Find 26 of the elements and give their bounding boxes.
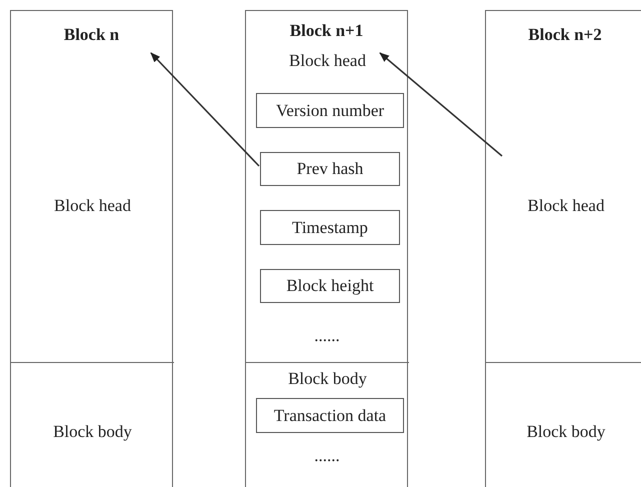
section-label: Block body — [526, 422, 606, 442]
ellipsis-text: ...... — [313, 326, 341, 346]
field-label: Version number — [274, 100, 386, 120]
section-label: Block head — [288, 51, 367, 71]
section-label: Block head — [53, 196, 132, 216]
ellipsis-text: ...... — [313, 446, 341, 466]
field-box — [256, 93, 404, 128]
arrow — [379, 52, 503, 157]
block-title: Block n — [62, 25, 120, 45]
field-box — [256, 398, 404, 433]
field-label: Timestamp — [291, 218, 369, 238]
field-label: Block height — [285, 276, 375, 296]
block-box — [485, 10, 641, 487]
block-box — [10, 10, 173, 487]
section-label: Block head — [526, 196, 606, 216]
block-title: Block n+2 — [527, 25, 603, 45]
block-title: Block n+1 — [288, 21, 364, 41]
field-box — [260, 152, 400, 186]
section-label: Block body — [287, 369, 368, 389]
block-box — [245, 10, 408, 487]
arrow — [150, 52, 260, 167]
field-label: Transaction data — [272, 406, 388, 426]
field-box — [260, 210, 400, 245]
field-label: Prev hash — [296, 159, 364, 179]
field-box — [260, 269, 400, 303]
section-label: Block body — [52, 422, 133, 442]
